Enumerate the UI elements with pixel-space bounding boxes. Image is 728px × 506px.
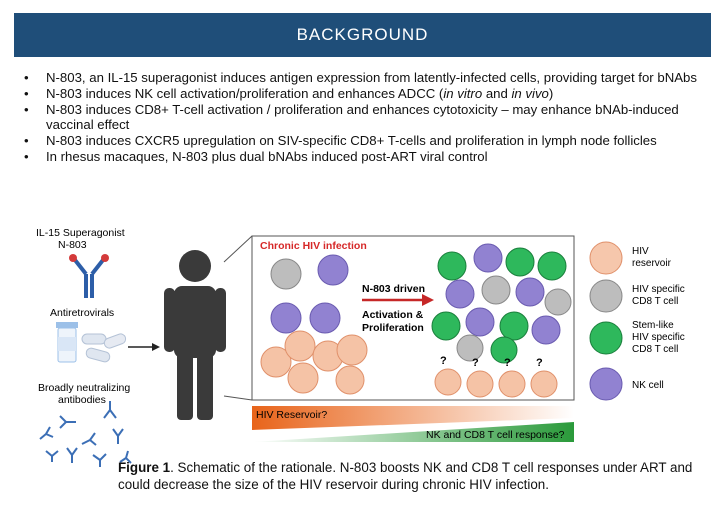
legend-label: HIV specific: [632, 332, 685, 343]
reservoir-gradient-bar: [252, 406, 574, 430]
legend-swatch-reservoir: [589, 241, 623, 275]
bullet-italic: in vitro: [443, 86, 483, 101]
pills-icon: [81, 333, 127, 363]
legend-swatch-stem: [589, 321, 623, 355]
treatment-arrow: [128, 343, 160, 351]
bullet-text: N-803 induces NK cell activation/prolife…: [46, 86, 444, 101]
legend-swatch-nk: [589, 367, 623, 401]
caption-text: . Schematic of the rationale. N-803 boos…: [118, 460, 693, 492]
header-title: BACKGROUND: [296, 25, 429, 44]
bullet-item: In rhesus macaques, N-803 plus dual bNAb…: [20, 149, 720, 164]
bnab-label-line1: Broadly neutralizing: [38, 382, 130, 394]
post-treatment-cells: [431, 243, 572, 398]
bnab-label-line2: antibodies: [58, 394, 106, 406]
response-gradient-bar: [252, 422, 574, 442]
n803-driven-label: N-803 driven: [362, 283, 425, 295]
question-marks: ? ? ? ?: [440, 355, 543, 369]
reservoir-bar-label: HIV Reservoir?: [256, 409, 327, 421]
pre-treatment-cells: [260, 254, 368, 395]
zoom-line: [223, 395, 253, 401]
chronic-infection-label: Chronic HIV infection: [260, 240, 367, 252]
person-icon: [164, 250, 226, 420]
bullet-text: N-803 induces CD8+ T-cell activation / p…: [46, 102, 679, 132]
n803-driven-arrow: [362, 294, 434, 306]
bullet-italic: in vivo: [511, 86, 549, 101]
antiretrovirals-label: Antiretrovirals: [50, 307, 114, 319]
caption-label: Figure 1: [118, 460, 171, 475]
legend-label: HIV specific: [632, 284, 685, 295]
legend: HIV reservoir HIV specific CD8 T cell St…: [589, 241, 685, 401]
bullet-item: N-803 induces CD8+ T-cell activation / p…: [20, 102, 720, 132]
legend-label: reservoir: [632, 258, 672, 269]
bullet-item: N-803 induces CXCR5 upregulation on SIV-…: [20, 133, 720, 148]
response-bar-label: NK and CD8 T cell response?: [426, 429, 565, 441]
activation-label-line2: Proliferation: [362, 322, 424, 334]
n803-molecule-icon: [69, 254, 109, 298]
svg-text:?: ?: [536, 357, 543, 369]
bullet-list: N-803, an IL-15 superagonist induces ant…: [20, 70, 720, 165]
figure-caption: Figure 1. Schematic of the rationale. N-…: [118, 459, 718, 493]
svg-text:?: ?: [440, 355, 447, 367]
pill-bottle-icon: [56, 322, 78, 363]
bullet-text: N-803, an IL-15 superagonist induces ant…: [46, 70, 697, 85]
activation-label-line1: Activation &: [362, 309, 424, 321]
bullet-item: N-803, an IL-15 superagonist induces ant…: [20, 70, 720, 85]
zoom-line: [223, 235, 253, 263]
il15-label: IL-15 Superagonist: [36, 227, 125, 239]
legend-label: CD8 T cell: [632, 344, 678, 355]
bullet-text: In rhesus macaques, N-803 plus dual bNAb…: [46, 149, 488, 164]
legend-label: CD8 T cell: [632, 296, 678, 307]
section-header: BACKGROUND: [14, 13, 711, 57]
legend-label: Stem-like: [632, 320, 674, 331]
bullet-text: N-803 induces CXCR5 upregulation on SIV-…: [46, 133, 657, 148]
bullet-text: and: [482, 86, 512, 101]
antibodies-icon: [39, 401, 132, 467]
svg-text:?: ?: [504, 357, 511, 369]
bullet-item: N-803 induces NK cell activation/prolife…: [20, 86, 720, 101]
svg-text:?: ?: [472, 357, 479, 369]
n803-label: N-803: [58, 239, 87, 251]
legend-swatch-cd8: [589, 279, 623, 313]
legend-label: HIV: [632, 246, 649, 257]
bullet-text: ): [548, 86, 554, 101]
legend-label: NK cell: [632, 380, 664, 391]
